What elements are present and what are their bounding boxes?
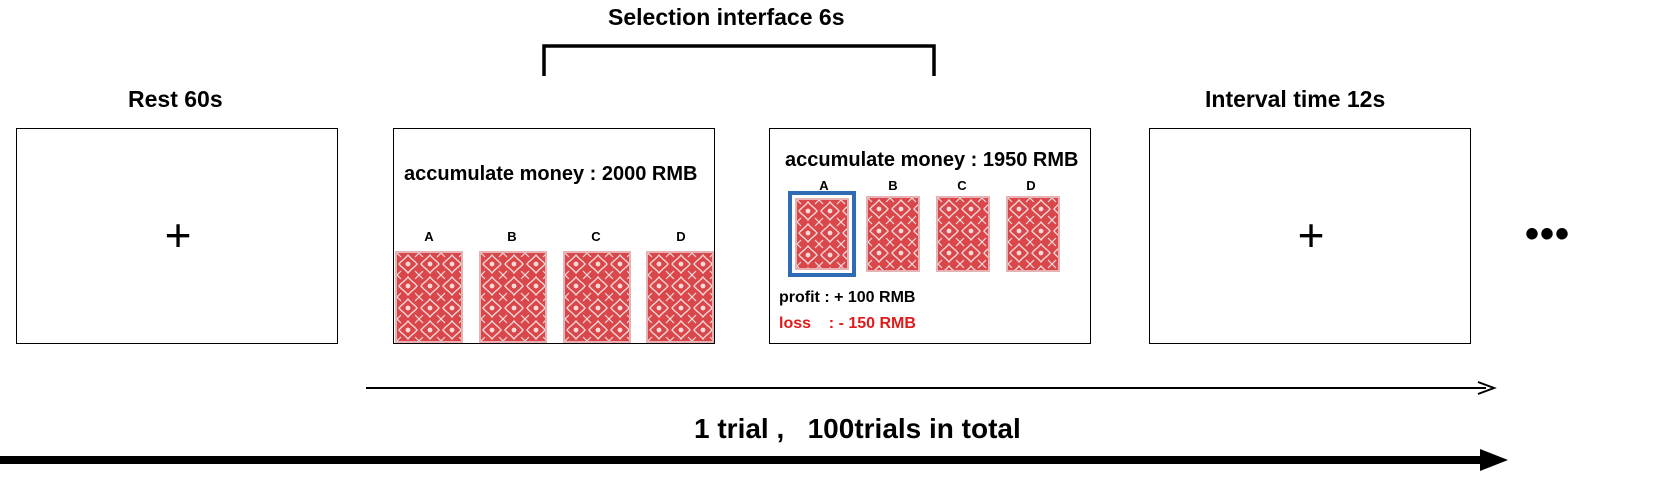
selection-label: Selection interface 6s xyxy=(608,4,845,30)
deck-card-d[interactable] xyxy=(646,251,714,343)
selected-deck-highlight xyxy=(788,191,856,277)
deck-card-c[interactable] xyxy=(563,251,631,343)
selection-screen: accumulate money : 2000 RMB A B C D xyxy=(393,128,715,344)
rest-label: Rest 60s xyxy=(128,86,223,112)
fixation-cross: + xyxy=(164,209,192,261)
deck-card-b[interactable] xyxy=(866,196,920,272)
trial-label: 1 trial , 100trials in total xyxy=(694,413,1021,444)
interval-screen: + xyxy=(1149,128,1471,344)
deck-letter: B xyxy=(888,178,898,193)
deck-card-d[interactable] xyxy=(1006,196,1060,272)
deck-letter: A xyxy=(424,229,434,244)
continuation-ellipsis: ••• xyxy=(1525,212,1571,256)
rest-screen: + xyxy=(16,128,338,344)
selection-bracket xyxy=(542,44,936,76)
deck-letter: A xyxy=(819,178,829,193)
loss-text: loss : - 150 RMB xyxy=(779,315,916,332)
deck-letter: D xyxy=(1026,178,1036,193)
accumulated-money: accumulate money : 2000 RMB xyxy=(404,163,698,185)
deck-letter: D xyxy=(676,229,686,244)
deck-letter: B xyxy=(507,229,517,244)
interval-label: Interval time 12s xyxy=(1205,86,1386,112)
timeline-arrow xyxy=(0,449,1508,471)
deck-letter: C xyxy=(591,229,601,244)
deck-card-c[interactable] xyxy=(936,196,990,272)
deck-card-a[interactable] xyxy=(795,198,849,270)
trial-arrow xyxy=(366,381,1497,395)
feedback-screen: accumulate money : 1950 RMB A B C D prof… xyxy=(769,128,1091,344)
deck-card-b[interactable] xyxy=(479,251,547,343)
profit-text: profit : + 100 RMB xyxy=(779,289,916,306)
fixation-cross: + xyxy=(1297,209,1325,261)
deck-card-a[interactable] xyxy=(395,251,463,343)
accumulated-money: accumulate money : 1950 RMB xyxy=(785,149,1079,171)
deck-letter: C xyxy=(957,178,967,193)
